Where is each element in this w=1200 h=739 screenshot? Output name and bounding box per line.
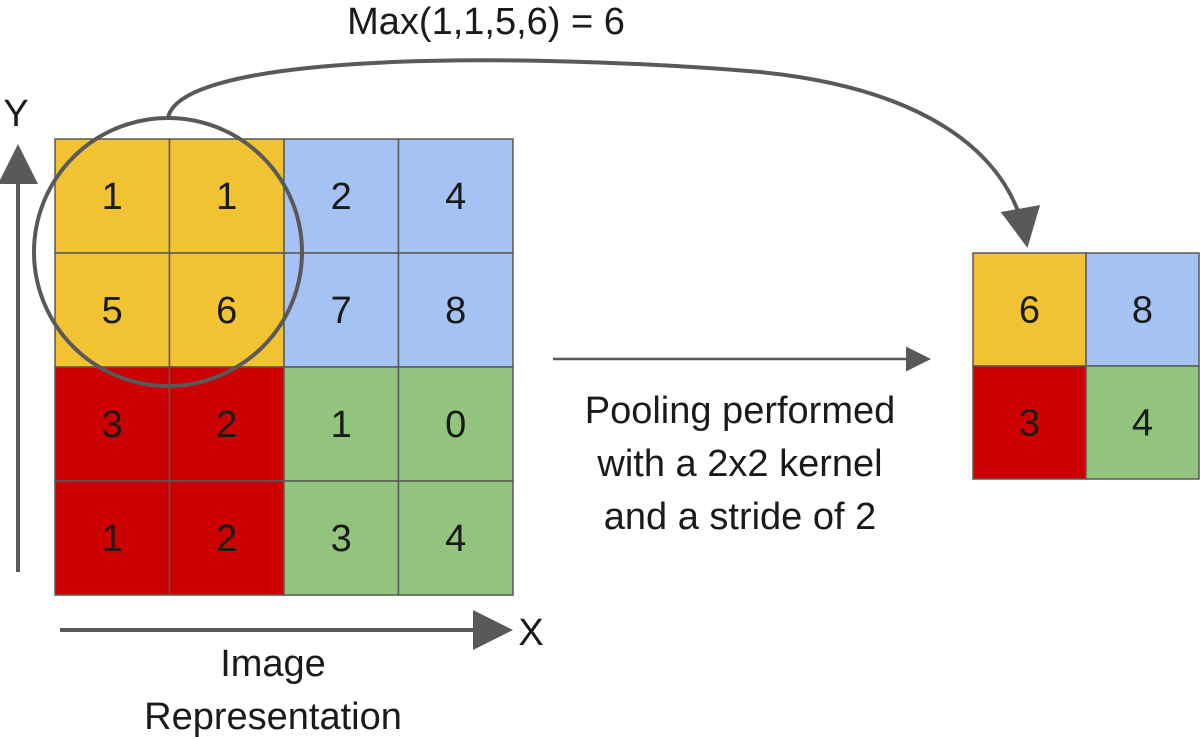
input-grid-cell-value: 0 (445, 404, 466, 446)
image-representation-caption-line2: Representation (144, 696, 402, 738)
input-grid-cell-value: 2 (216, 518, 237, 560)
input-grid-cell-value: 1 (216, 176, 237, 218)
input-grid-cell-value: 4 (445, 176, 466, 218)
input-grid: 1 1 2 4 5 6 7 8 3 2 1 0 1 2 3 4 (54, 138, 514, 596)
input-grid-cell-value: 3 (102, 404, 123, 446)
output-grid-cell (1085, 252, 1200, 367)
input-grid-cell (283, 480, 400, 596)
output-grid-cell-value: 3 (1019, 403, 1040, 445)
input-grid-cell (283, 138, 400, 254)
output-grid-cell-value: 8 (1132, 290, 1153, 332)
output-grid-cell-value: 4 (1132, 403, 1153, 445)
input-grid-cell-value: 5 (102, 290, 123, 332)
input-grid-cell-value: 4 (445, 518, 466, 560)
input-grid-cell-value: 3 (331, 518, 352, 560)
image-representation-caption-line1: Image (220, 643, 326, 685)
max-result-curved-arrow (166, 58, 1041, 248)
output-grid-cell (1085, 365, 1200, 480)
input-grid-cell (397, 366, 514, 482)
input-grid-cell-value: 8 (445, 290, 466, 332)
input-grid-cell (168, 480, 285, 596)
output-grid-cell-value: 6 (1019, 290, 1040, 332)
output-grid-cell (972, 252, 1087, 367)
input-grid-cell (283, 252, 400, 368)
input-grid-cell (397, 480, 514, 596)
max-formula-label: Max(1,1,5,6) = 6 (347, 1, 625, 43)
input-grid-cell (168, 252, 285, 368)
x-axis-label: X (518, 612, 543, 654)
input-grid-cell-value: 2 (331, 176, 352, 218)
output-grid: 6 8 3 4 (972, 252, 1200, 480)
input-grid-cell-value: 1 (331, 404, 352, 446)
input-grid-cell-value: 1 (102, 518, 123, 560)
input-grid-cell-value: 2 (216, 404, 237, 446)
input-grid-cell (283, 366, 400, 482)
pooling-description-line2: with a 2x2 kernel (596, 443, 882, 485)
pooling-description-line3: and a stride of 2 (604, 496, 877, 538)
input-grid-cell (397, 138, 514, 254)
input-grid-cell-value: 1 (102, 176, 123, 218)
pooling-description-line1: Pooling performed (585, 390, 896, 432)
y-axis-label: Y (3, 93, 28, 135)
input-grid-cell (54, 480, 171, 596)
input-grid-cell-value: 7 (331, 290, 352, 332)
input-grid-cell-value: 6 (216, 290, 237, 332)
